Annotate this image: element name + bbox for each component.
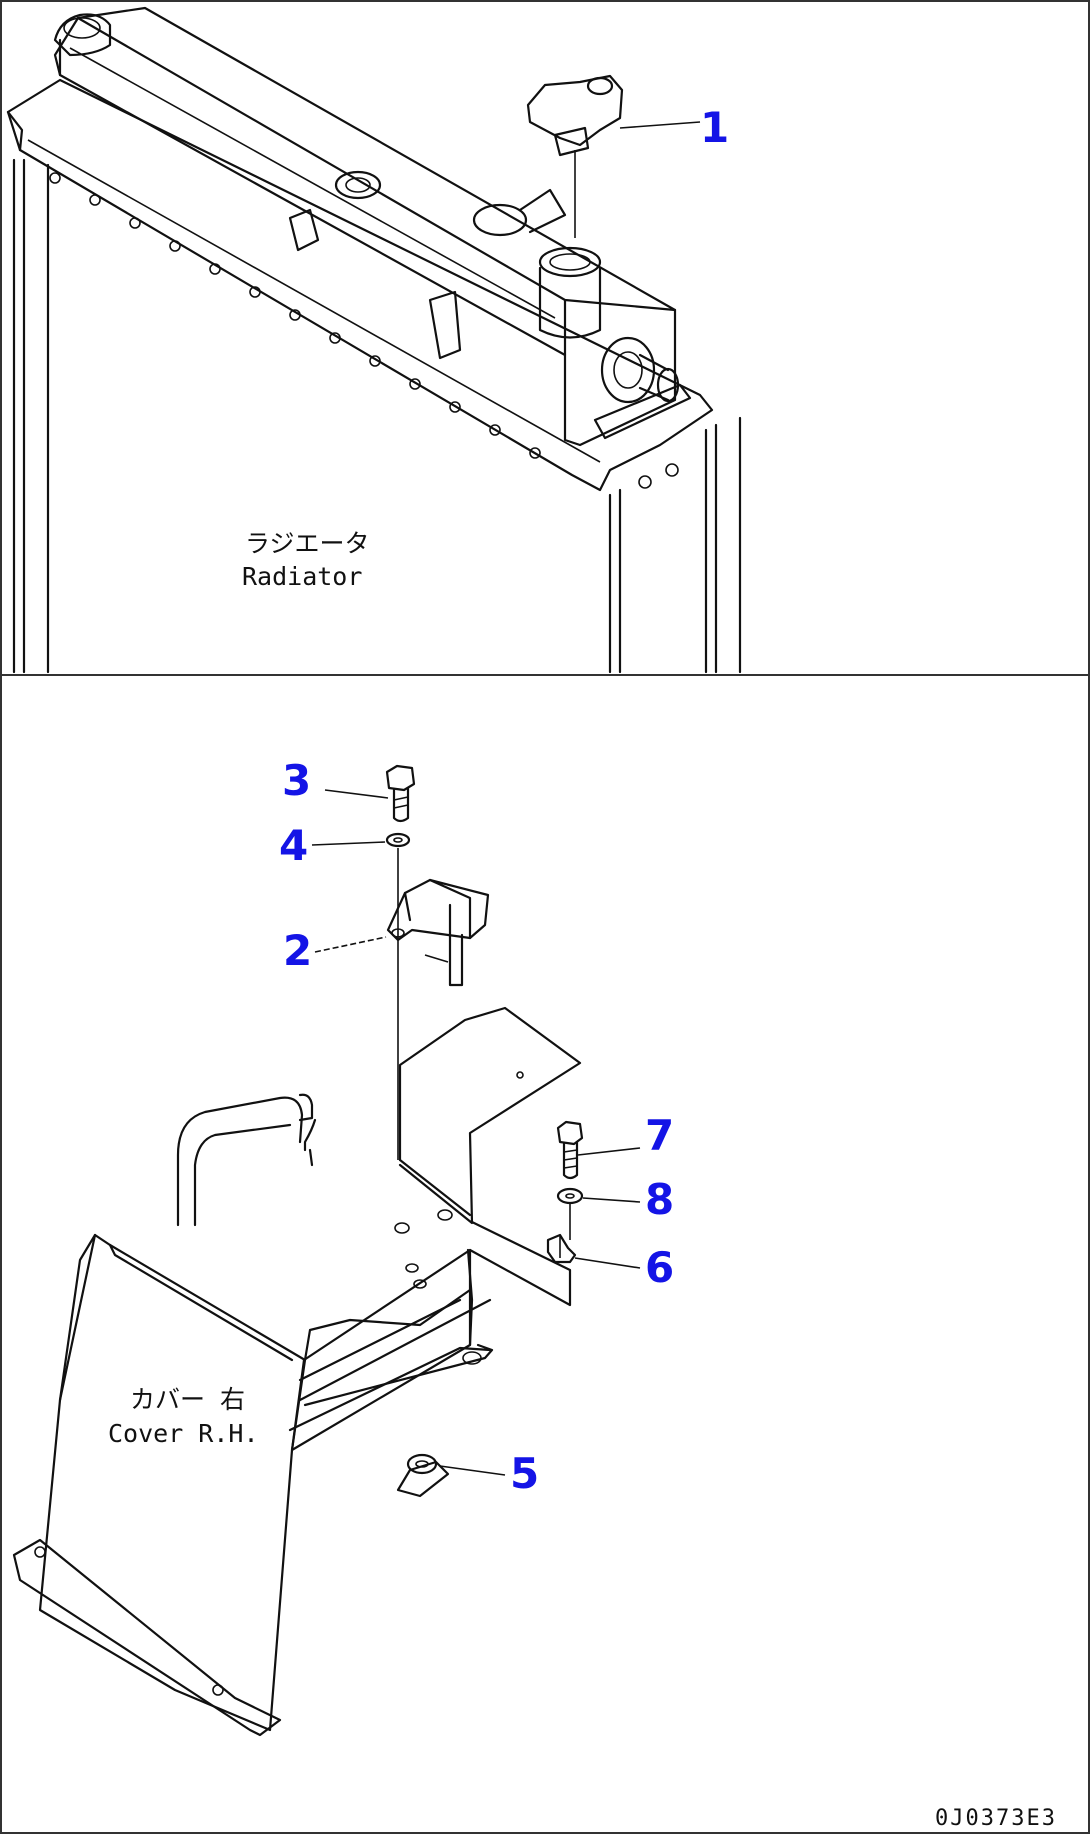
leader-3 bbox=[324, 789, 389, 799]
leader-6 bbox=[574, 1257, 641, 1269]
leader-8 bbox=[582, 1197, 641, 1203]
radiator-assembly bbox=[6, 6, 742, 674]
part-3-bolt bbox=[385, 764, 416, 823]
callout-6: 6 bbox=[645, 1243, 674, 1292]
leader-2 bbox=[314, 936, 387, 953]
part-7-bolt bbox=[556, 1120, 584, 1180]
part-1-radiator-cap bbox=[526, 74, 624, 238]
leader-5 bbox=[439, 1465, 506, 1476]
callout-3: 3 bbox=[282, 756, 311, 805]
callout-4: 4 bbox=[279, 821, 308, 870]
part-2-bracket bbox=[386, 878, 490, 987]
part-5-clip-nut bbox=[396, 1453, 450, 1498]
cover-label-en: Cover R.H. bbox=[108, 1419, 259, 1448]
radiator-label-jp: ラジエータ bbox=[245, 529, 370, 558]
leader-7 bbox=[577, 1147, 641, 1156]
cover-label-jp: カバー 右 bbox=[130, 1385, 245, 1414]
cover-rh-panel bbox=[12, 1006, 582, 1737]
part-4-washer bbox=[385, 832, 411, 848]
radiator-label-en: Radiator bbox=[242, 562, 362, 591]
callout-8: 8 bbox=[645, 1175, 674, 1224]
leader-1 bbox=[619, 121, 701, 129]
callout-1: 1 bbox=[700, 103, 729, 152]
leader-4 bbox=[311, 841, 386, 846]
part-8-washer bbox=[556, 1187, 584, 1205]
callout-7: 7 bbox=[645, 1111, 674, 1160]
callout-5: 5 bbox=[510, 1449, 539, 1498]
part-6-clip-nut bbox=[546, 1233, 577, 1264]
callout-2: 2 bbox=[283, 926, 312, 975]
drawing-code: 0J0373E3 bbox=[935, 1806, 1057, 1831]
